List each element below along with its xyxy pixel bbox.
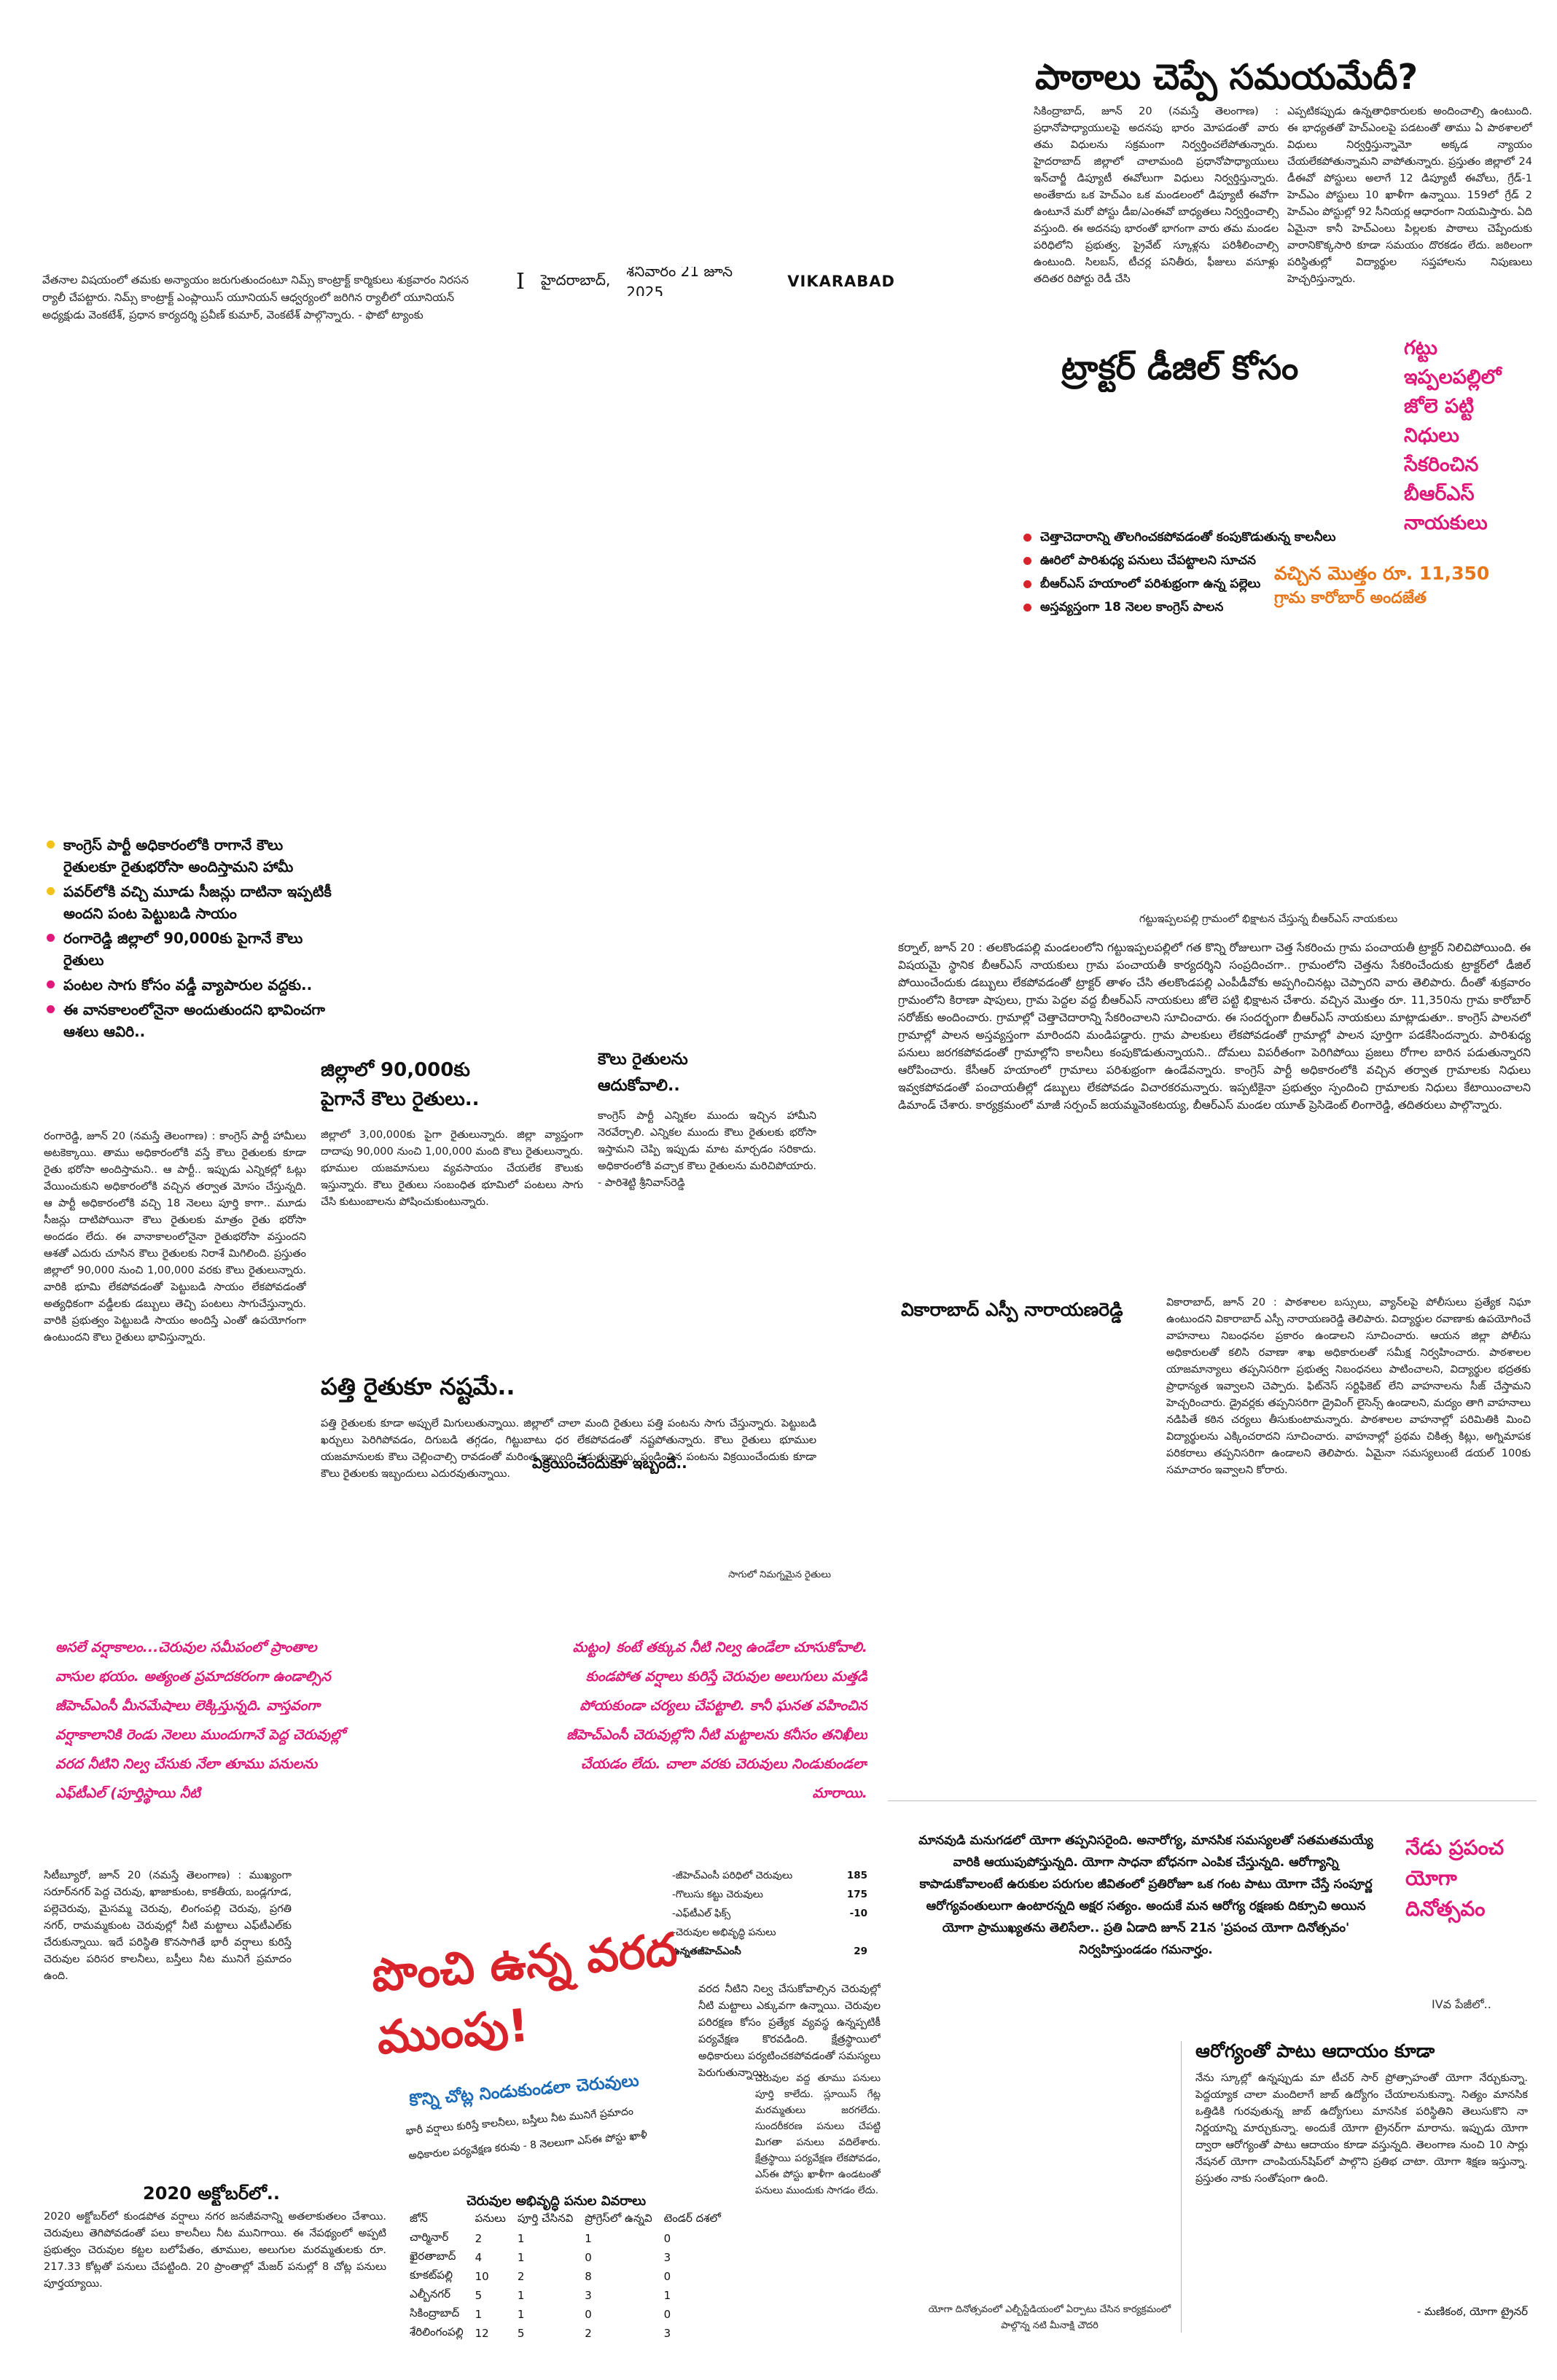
bullet-item: రంగారెడ్డి జిల్లాలో 90,000కు పైగానే కౌలు… [47, 927, 338, 971]
story3-photo-caption: సాగులో నిమగ్నమైన రైతులు [728, 1569, 831, 1580]
story5-table-wrap: జోన్పనులుపూర్తి చేసినవిప్రోగ్రెస్‌లో ఉన్… [404, 2210, 746, 2341]
bullet-item: ఈ వానకాలంలోనైనా అందుతుందని భావించగా ఆశలు… [47, 999, 338, 1042]
story5-pull-left: అసలే వర్షాకాలం...చెరువుల సమీపంలో ప్రాంతా… [55, 1639, 345, 1801]
story2-photo-caption: గట్టుఇప్పలపల్లి గ్రామంలో భిక్షాటన చేస్తు… [1139, 913, 1398, 925]
story5-col4: 2020 అక్టోబర్‌లో కుండపోత వర్షాలు నగర జనజ… [44, 2211, 386, 2290]
story6-body: నేను స్కూల్లో ఉన్నప్పుడు మా టీచర్ సార్ ప… [1195, 2072, 1528, 2185]
story3-headline3: పత్తి రైతుకూ నష్టమే.. [321, 1373, 515, 1400]
story5-headline: పొంచి ఉన్న వరద ముంపు! [369, 1922, 679, 2065]
story5-table-title: చెరువుల అభివృద్ధి పనుల వివరాలు [467, 2193, 647, 2209]
bullet-item: చెత్తాచెదారాన్ని తొలగించకపోవడంతో కంపుకొడ… [1023, 528, 1410, 547]
story3-col1: రంగారెడ్డి, జూన్ 20 (నమస్తే తెలంగాణ) : క… [44, 1131, 306, 1343]
masthead-date: శనివారం 21 జూన్ 2025 [626, 267, 733, 296]
divider [888, 1800, 1537, 1801]
bullet-item: ఊరిలో పారిశుధ్య పనులు చేపట్టాలని సూచన [1023, 551, 1410, 570]
story3-bullets: కాంగ్రెస్ పార్టీ అధికారంలోకి రాగానే కౌలు… [47, 834, 338, 1125]
story5-sub-headline: 2020 అక్టోబర్‌లో.. [143, 2183, 281, 2204]
story3-headline1: జిల్లాలో 90,000కు పైగానే కౌలు రైతులు.. [321, 1059, 480, 1110]
story2-bullets: చెత్తాచెదారాన్ని తొలగించకపోవడంతో కంపుకొడ… [1023, 528, 1410, 630]
story3-col3: కాంగ్రెస్ పార్టీ ఎన్నికల ముందు ఇచ్చిన హా… [598, 1110, 816, 1189]
story5-pull-right: మట్టం) కంటే తక్కువ నీటి నిల్వ ఉండేలా చూస… [566, 1639, 867, 1801]
bullet-item: కాంగ్రెస్ పార్టీ అధికారంలోకి రాగానే కౌలు… [47, 834, 338, 878]
story1-col1: సికింద్రాబాద్, జూన్ 20 (నమస్తే తెలంగాణ) … [1034, 106, 1279, 285]
story4-body: వికారాబాద్, జూన్ 20 : పాఠశాలల బస్సులు, వ… [1166, 1297, 1531, 1476]
story4-headline: వికారాబాద్ ఎస్పీ నారాయణరెడ్డి [901, 1299, 1123, 1320]
story2-body: కర్నాల్, జూన్ 20 : తలకొండపల్లి మండలంలోని… [898, 941, 1531, 1112]
story6-signature: - మణికంఠ, యోగా ట్రైనర్ [1416, 2305, 1528, 2318]
page-number: I [516, 268, 525, 294]
story2-amount-sub: గ్రామ కారోబార్ అందజేత [1274, 589, 1427, 607]
story2-headline: ట్రాక్టర్ డీజిల్ కోసం [1061, 348, 1299, 387]
masthead-city: హైదరాబాద్, [540, 270, 611, 289]
story6-headline: ఆరోగ్యంతో పాటు ఆదాయం కూడా [1195, 2040, 1435, 2061]
story6-intro: మానవుడి మనుగడలో యోగా తప్పనిసరైంది. అనారో… [918, 1833, 1373, 1957]
divider [1181, 2041, 1182, 2333]
bullet-item: బీఆర్‌ఎస్ హయాంలో పరిశుభ్రంగా ఉన్న పల్లెల… [1023, 574, 1410, 593]
top-photo-caption: వేతనాల విషయంలో తమకు అన్యాయం జరుగుతుందంటూ… [42, 273, 469, 321]
story1-col2: ఎప్పటికప్పుడు ఉన్నతాధికారులకు అందించాల్స… [1287, 106, 1532, 285]
story6-side-title: నేడు ప్రపంచ యోగా దినోత్సవం [1405, 1835, 1505, 1921]
works-table: జోన్పనులుపూర్తి చేసినవిప్రోగ్రెస్‌లో ఉన్… [404, 2210, 727, 2341]
story3-headline4: విక్రయించేందుకూ ఇబ్బందే.. [532, 1454, 687, 1472]
story3-headline2: కౌలు రైతులను ఆదుకోవాలి.. [598, 1050, 688, 1095]
story5-col3: చెరువుల వద్ద తూము పనులు పూర్తి కాలేదు. స… [755, 2072, 881, 2196]
story5-stats: -జీహెచ్‌ఎంసీ పరిధిలో చెరువులు185 -గొలుసు… [672, 1866, 867, 1961]
masthead: I హైదరాబాద్, శనివారం 21 జూన్ 2025 VIKARA… [516, 267, 895, 296]
stat-row: -జీహెచ్‌ఎంసీ పరిధిలో చెరువులు185 [672, 1870, 867, 1881]
bullet-item: అస్తవ్యస్తంగా 18 నెలల కాంగ్రెస్ పాలన [1023, 598, 1410, 617]
story5-col1: సిటీబ్యూరో, జూన్ 20 (నమస్తే తెలంగాణ) : మ… [44, 1870, 292, 1982]
story6-page-ref: IVవ పేజీలో.. [1432, 1997, 1491, 2011]
story6-photo-caption: యోగా దినోత్సవంలో ఎల్బీస్టేడియంలో ఏర్పాటు… [928, 2304, 1171, 2331]
bullet-item: పంటల సాగు కోసం వడ్డీ వ్యాపారుల వద్దకు.. [47, 974, 338, 996]
story1-headline: పాఠాలు చెప్పే సమయమేదీ? [1035, 57, 1419, 98]
stat-row: -గొలుసు కట్టు చెరువులు175 [672, 1889, 867, 1900]
story2-side-title: గట్టు ఇప్పలపల్లిలో జోలె పట్టి నిధులు సేక… [1404, 337, 1502, 534]
story3-col2: జిల్లాలో 3,00,000కు పైగా రైతులున్నారు. జ… [321, 1129, 583, 1208]
story3-col4: పత్తి రైతులకు కూడా అప్పులే మిగులుతున్నాయ… [321, 1418, 816, 1480]
table-header: జోన్పనులుపూర్తి చేసినవిప్రోగ్రెస్‌లో ఉన్… [410, 2212, 721, 2225]
story5-col2: వరద నీటిని నిల్వ చేసుకోవాల్సిన చెరువుల్ల… [698, 1983, 881, 2079]
stat-row: ఉన్నతజీహెచ్‌ఎంసీ29 [672, 1946, 867, 1957]
stat-row: -చెరువుల అభివృద్ధి పనులు [672, 1927, 776, 1938]
masthead-district: VIKARABAD [787, 273, 895, 290]
story2-amount: వచ్చిన మొత్తం రూ. 11,350 [1274, 563, 1490, 584]
stat-row: -ఎఫ్‌టీఎల్ ఫిక్స్-10 [672, 1908, 867, 1919]
bullet-item: పవర్‌లోకి వచ్చి మూడు సీజన్లు దాటినా ఇప్ప… [47, 881, 338, 924]
